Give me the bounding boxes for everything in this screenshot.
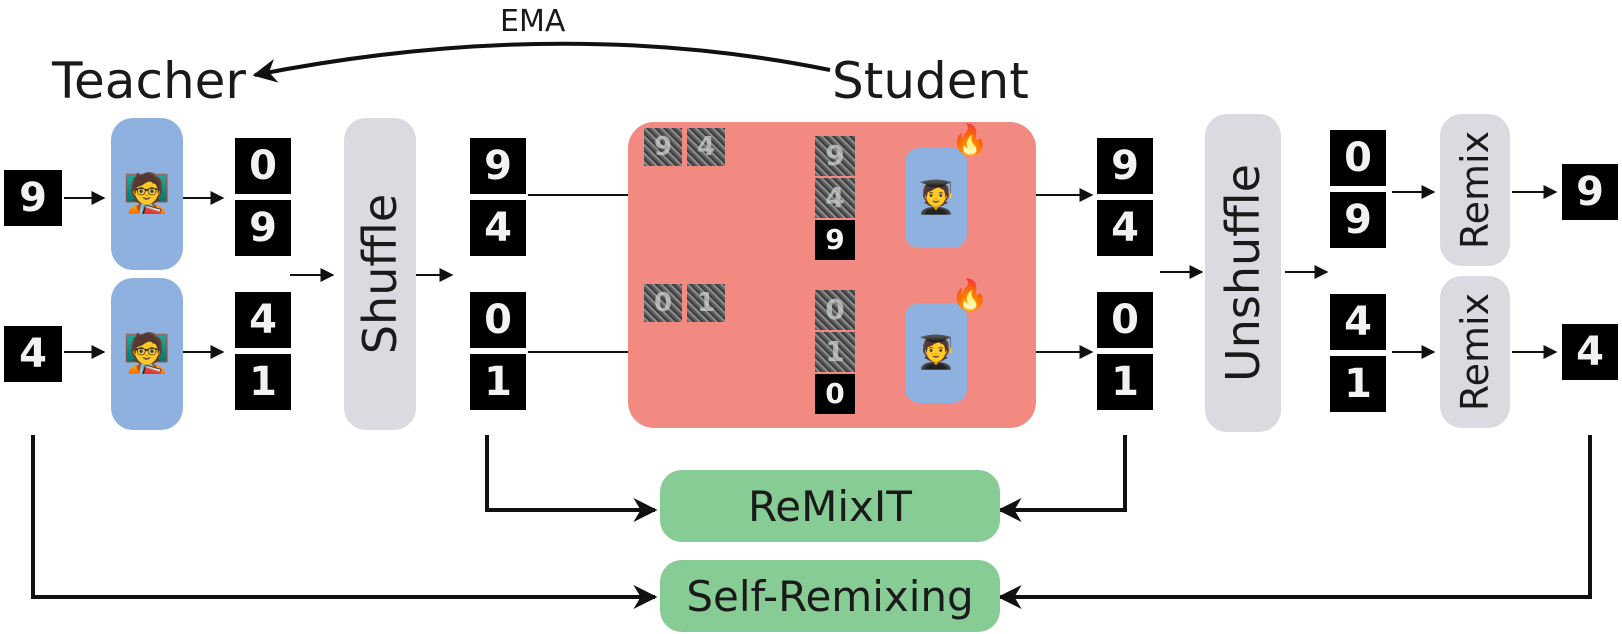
teacher-box-b	[111, 278, 183, 430]
self-remixing-box: Self-Remixing	[660, 560, 1000, 632]
student-output-thumb: 9	[815, 220, 855, 260]
self-remixing-label: Self-Remixing	[686, 571, 974, 621]
shuffled-thumb: 1	[470, 354, 526, 410]
noise-thumb: 9	[644, 128, 682, 166]
unshuffled-thumb: 9	[1330, 192, 1386, 248]
unshuffled-thumb: 4	[1330, 294, 1386, 350]
remixit-right-connector	[997, 435, 1127, 522]
teacher-emoji-icon: 🧑‍🏫	[123, 330, 171, 375]
fire-icon: 🔥	[951, 122, 989, 158]
mixture-thumb-b: 4	[4, 326, 62, 382]
remixed-thumb-a: 9	[1562, 164, 1618, 220]
remixit-box: ReMixIT	[660, 470, 1000, 542]
remixed-thumb-b: 4	[1562, 324, 1618, 380]
ema-label: EMA	[500, 4, 566, 39]
student-box-a	[905, 148, 967, 248]
noise-thumb: 1	[687, 284, 725, 322]
teacher-emoji-icon: 🧑‍🏫	[123, 170, 171, 215]
mixture-thumb-a: 9	[4, 170, 62, 226]
student-title: Student	[832, 52, 1029, 110]
estimate-thumb: 0	[1097, 292, 1153, 348]
remix-box-a: Remix	[1440, 114, 1510, 266]
student-emoji-icon: 🧑‍🎓	[916, 333, 956, 371]
unshuffled-thumb: 0	[1330, 130, 1386, 186]
student-output-thumb: 4	[815, 178, 855, 218]
teacher-output-thumb: 1	[235, 354, 291, 410]
selfremix-left-connector	[31, 435, 658, 609]
remix-box-b: Remix	[1440, 276, 1510, 428]
unshuffle-label: Unshuffle	[1216, 164, 1270, 382]
teacher-output-thumb: 4	[235, 292, 291, 348]
noise-thumb: 0	[644, 284, 682, 322]
teacher-box-a	[111, 118, 183, 270]
student-output-thumb: 0	[815, 290, 855, 330]
shuffled-thumb: 9	[470, 138, 526, 194]
student-output-thumb: 0	[815, 374, 855, 414]
student-emoji-icon: 🧑‍🎓	[916, 178, 956, 216]
estimate-thumb: 4	[1097, 200, 1153, 256]
student-box-b	[905, 303, 967, 403]
shuffled-thumb: 4	[470, 200, 526, 256]
teacher-output-thumb: 0	[235, 138, 291, 194]
teacher-title: Teacher	[52, 52, 246, 110]
remixit-left-connector	[485, 435, 658, 522]
shuffle-box: Shuffle	[344, 118, 416, 430]
noise-thumb: 4	[687, 128, 725, 166]
student-output-thumb: 1	[815, 332, 855, 372]
unshuffle-box: Unshuffle	[1205, 114, 1281, 432]
shuffled-thumb: 0	[470, 292, 526, 348]
remix-label: Remix	[1453, 292, 1498, 412]
estimate-thumb: 1	[1097, 354, 1153, 410]
estimate-thumb: 9	[1097, 138, 1153, 194]
student-output-thumb: 9	[815, 136, 855, 176]
teacher-output-thumb: 9	[235, 200, 291, 256]
shuffle-label: Shuffle	[353, 193, 407, 355]
ema-arrow	[252, 41, 831, 83]
fire-icon: 🔥	[951, 277, 989, 313]
selfremix-right-connector	[997, 435, 1592, 609]
unshuffled-thumb: 1	[1330, 356, 1386, 412]
remixit-label: ReMixIT	[748, 481, 912, 531]
remix-label: Remix	[1453, 130, 1498, 250]
